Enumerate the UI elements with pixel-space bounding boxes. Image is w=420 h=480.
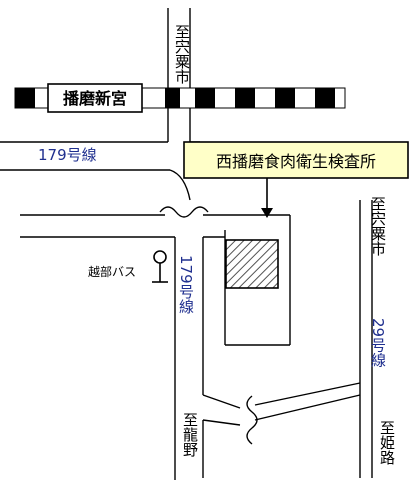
station-box: 播磨新宮 — [47, 83, 143, 113]
direction-shiso-top: 至宍粟市 — [173, 24, 191, 84]
central-roads — [20, 214, 291, 480]
direction-himeji: 至姫路 — [378, 420, 396, 465]
road-break-mark-upper — [159, 206, 209, 218]
north-road — [167, 8, 191, 142]
route179-vertical-label: 179号線 — [177, 255, 195, 314]
facility-callout: 西播磨食肉衛生検査所 — [183, 141, 409, 218]
route179-horizontal-road — [0, 141, 200, 201]
direction-shiso-right: 至宍粟市 — [369, 196, 387, 256]
bus-stop: 越部バス — [88, 250, 168, 283]
direction-tatsuno: 至龍野 — [181, 412, 199, 457]
bus-stop-name: 越部バス — [88, 264, 136, 279]
facility-site — [225, 239, 279, 289]
route29-road — [202, 200, 373, 478]
station-name: 播磨新宮 — [63, 89, 127, 108]
route29-label: 29号線 — [369, 318, 387, 367]
road-break-mark-lower — [246, 395, 258, 445]
route179-horizontal-label: 179号線 — [38, 146, 97, 164]
facility-name: 西播磨食肉衛生検査所 — [216, 152, 376, 171]
bus-stop-icon — [153, 250, 167, 264]
